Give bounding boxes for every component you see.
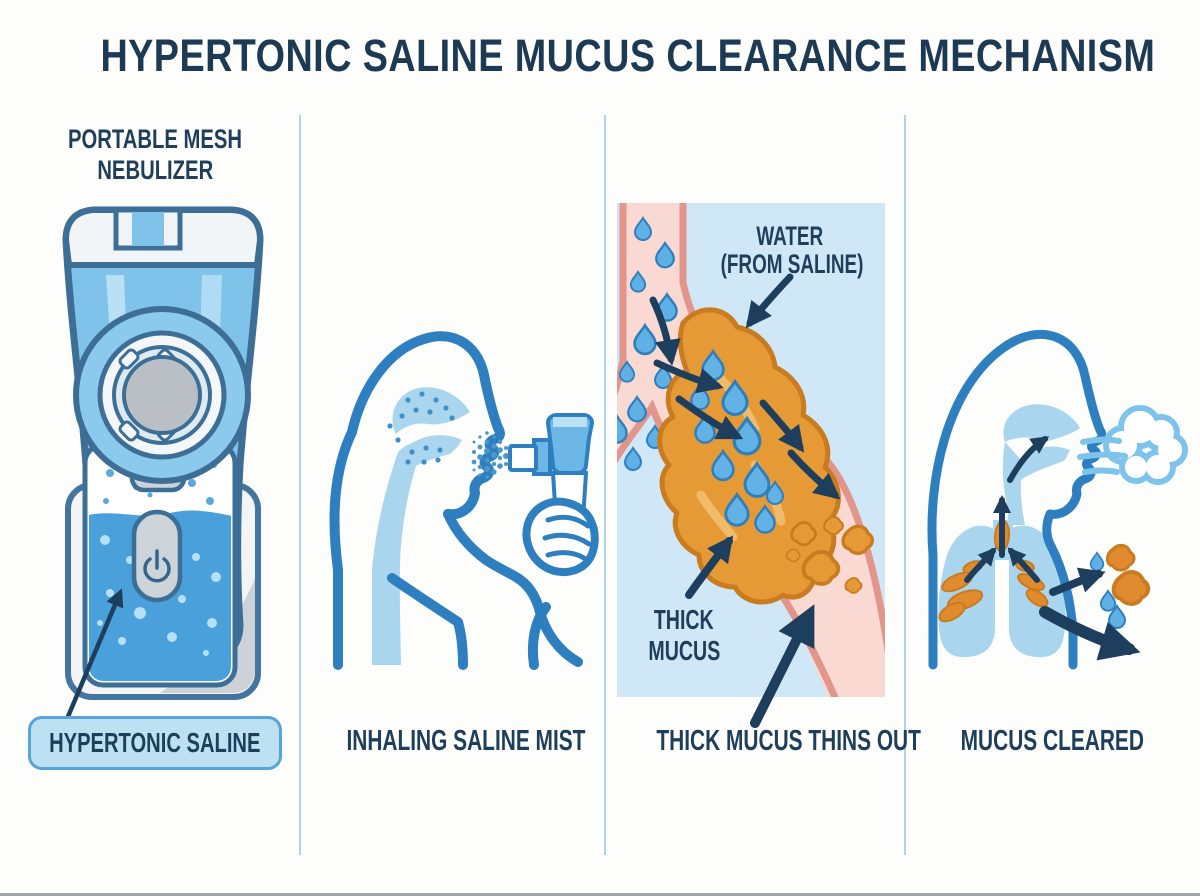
inhaled-mist-dots (387, 391, 455, 465)
expulsion-arrows (1039, 567, 1141, 661)
expelled-mucus (1039, 543, 1151, 661)
nebulizer-illustration (62, 206, 264, 720)
inhaling-illustration (329, 331, 599, 670)
panel-divider-1 (299, 115, 301, 855)
panel1-heading-line1: PORTABLE MESH (67, 124, 242, 154)
power-button (131, 509, 183, 603)
clearing-illustration (927, 329, 1188, 670)
panel-divider-3 (904, 115, 906, 855)
person-outline-cleared (927, 329, 1107, 670)
mouthpiece (508, 444, 538, 472)
caption-pointer-arrow (750, 604, 815, 728)
clearance-arrows (964, 436, 1050, 583)
water-label: WATER (FROM SALINE) (720, 221, 864, 279)
water-pointer-arrow (745, 273, 794, 329)
page-title: HYPERTONIC SALINE MUCUS CLEARANCE MECHAN… (100, 30, 1156, 81)
hypertonic-saline-label: HYPERTONIC SALINE (28, 716, 282, 770)
panel4-caption: MUCUS CLEARED (960, 725, 1145, 757)
panel-divider-2 (604, 115, 606, 855)
saline-pointer-arrow (64, 588, 124, 720)
flow-arrows (649, 273, 841, 728)
power-icon (143, 549, 171, 583)
panel2-caption: INHALING SALINE MIST (346, 725, 586, 757)
thick-mucus-label: THICK MUCUS (648, 604, 720, 666)
exhale-lines (1077, 436, 1128, 475)
image-bottom-edge (0, 893, 1200, 896)
handheld-nebulizer (508, 413, 595, 532)
panel3-caption: THICK MUCUS THINS OUT (656, 725, 921, 757)
thick-mucus-pointer-arrow (685, 535, 734, 599)
panel1-heading-line2: NEBULIZER (97, 155, 213, 185)
panel1-heading: PORTABLE MESH NEBULIZER (10, 124, 300, 186)
mesh-chamber (73, 306, 251, 484)
holding-hand (522, 497, 599, 577)
person-outline (329, 331, 583, 670)
breath-cloud-icon (1077, 405, 1188, 485)
airway-closeup-illustration (617, 203, 885, 728)
